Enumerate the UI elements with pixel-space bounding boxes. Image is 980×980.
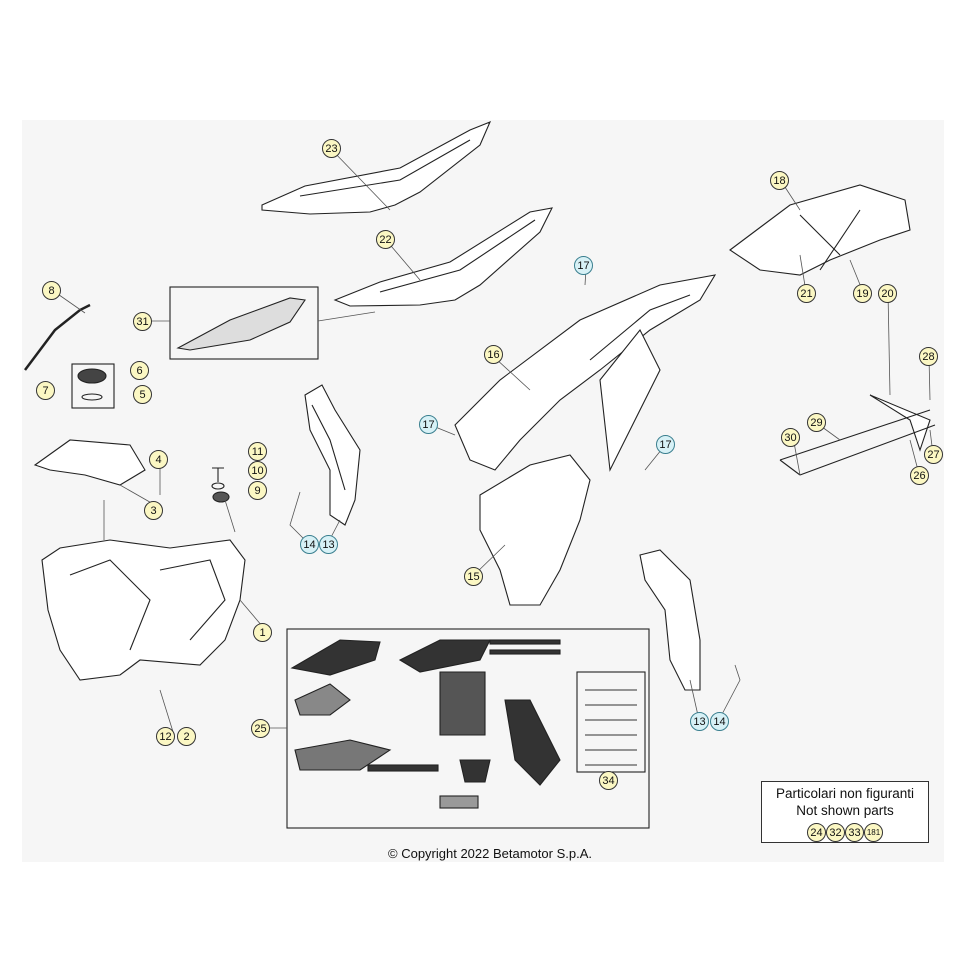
callout-33: 33 xyxy=(845,823,864,842)
callout-181: 181 xyxy=(864,823,883,842)
callout-15: 15 xyxy=(464,567,483,586)
callout-17-right: 17 xyxy=(656,435,675,454)
not-shown-italian-label: Particolari non figuranti xyxy=(775,786,915,801)
callout-18: 18 xyxy=(770,171,789,190)
callout-11: 11 xyxy=(248,442,267,461)
callout-25: 25 xyxy=(251,719,270,738)
fuel-tank-part xyxy=(41,539,246,681)
callout-32: 32 xyxy=(826,823,845,842)
callout-22: 22 xyxy=(376,230,395,249)
rear-subframe-part xyxy=(729,184,911,276)
callout-26: 26 xyxy=(910,466,929,485)
rear-fender-part xyxy=(454,274,717,471)
callout-12: 12 xyxy=(156,727,175,746)
not-shown-english-label: Not shown parts xyxy=(796,803,894,818)
callout-16: 16 xyxy=(484,345,503,364)
callout-9: 9 xyxy=(248,481,267,500)
callout-20: 20 xyxy=(878,284,897,303)
callout-6: 6 xyxy=(130,361,149,380)
callout-17-left: 17 xyxy=(419,415,438,434)
seat-cover-part xyxy=(261,120,492,215)
copyright-notice: © Copyright 2022 Betamotor S.p.A. xyxy=(388,846,592,861)
callout-13-left: 13 xyxy=(319,535,338,554)
callout-28: 28 xyxy=(919,347,938,366)
left-side-panel-part xyxy=(304,384,361,526)
callout-24: 24 xyxy=(807,823,826,842)
callout-31: 31 xyxy=(133,312,152,331)
callout-5: 5 xyxy=(133,385,152,404)
callout-27: 27 xyxy=(924,445,943,464)
callout-7: 7 xyxy=(36,381,55,400)
callout-1: 1 xyxy=(253,623,272,642)
callout-13-right: 13 xyxy=(690,712,709,731)
callout-14-left: 14 xyxy=(300,535,319,554)
callout-23: 23 xyxy=(322,139,341,158)
callout-29: 29 xyxy=(807,413,826,432)
callout-34: 34 xyxy=(599,771,618,790)
seat-detail-box xyxy=(169,286,319,360)
seat-part xyxy=(333,207,553,307)
side-cover-part xyxy=(479,454,591,606)
callout-19: 19 xyxy=(853,284,872,303)
not-shown-parts-box: Particolari non figuranti Not shown part… xyxy=(761,781,929,843)
callout-10: 10 xyxy=(248,461,267,480)
callout-8: 8 xyxy=(42,281,61,300)
callout-14-right: 14 xyxy=(710,712,729,731)
tank-bracket-part xyxy=(33,439,146,486)
callout-17-top: 17 xyxy=(574,256,593,275)
callout-2: 2 xyxy=(177,727,196,746)
callout-21: 21 xyxy=(797,284,816,303)
callout-30: 30 xyxy=(781,428,800,447)
fuel-hose xyxy=(24,303,91,371)
callout-4: 4 xyxy=(149,450,168,469)
not-shown-parts-list: 24 32 33 181 xyxy=(762,823,928,842)
callout-3: 3 xyxy=(144,501,163,520)
decal-kit-box xyxy=(286,628,650,829)
